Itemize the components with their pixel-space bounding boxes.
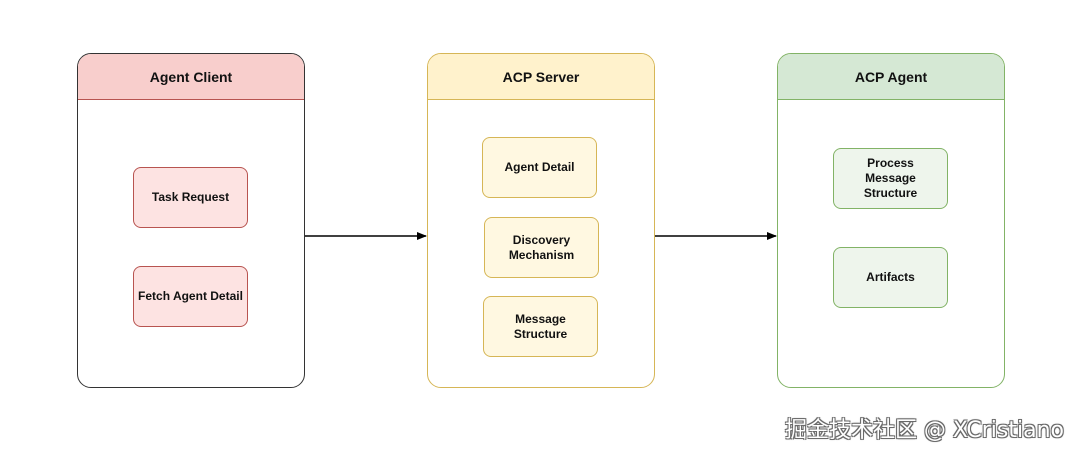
agent-client-container: Agent Client [77, 53, 305, 388]
watermark: 掘金技术社区 @ XCristiano [784, 418, 1064, 443]
artifacts-node: Artifacts [833, 247, 948, 308]
process-message-structure-node: Process Message Structure [833, 148, 948, 209]
discovery-mechanism-node: Discovery Mechanism [484, 217, 599, 278]
task-request-node: Task Request [133, 167, 248, 228]
acp-agent-container: ACP Agent [777, 53, 1005, 388]
agent-detail-node: Agent Detail [482, 137, 597, 198]
acp-server-title: ACP Server [428, 54, 654, 100]
agent-client-title: Agent Client [78, 54, 304, 100]
message-structure-node: Message Structure [483, 296, 598, 357]
fetch-agent-detail-node: Fetch Agent Detail [133, 266, 248, 327]
acp-agent-title: ACP Agent [778, 54, 1004, 100]
